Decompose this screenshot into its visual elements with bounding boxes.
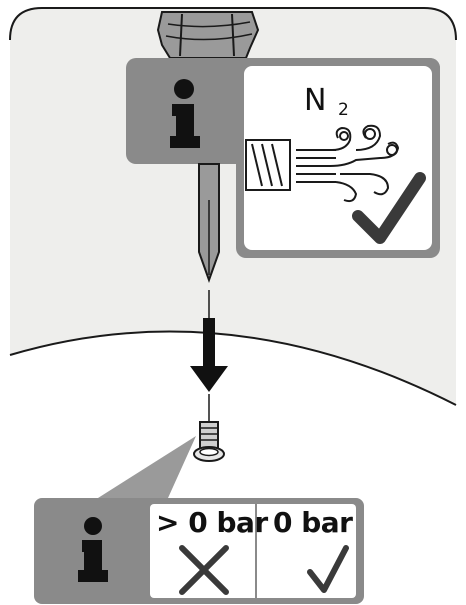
cross-icon — [179, 545, 229, 595]
thread-illustration — [245, 139, 291, 191]
pressure-option-nonzero-label: > 0 bar — [156, 506, 268, 539]
housing-outline — [9, 7, 457, 41]
gas-flow-icon — [296, 124, 400, 203]
valve-core-icon — [193, 421, 225, 462]
pressure-option-zero-label: 0 bar — [273, 506, 353, 539]
top-info-panel — [126, 58, 440, 258]
screwdriver-handle — [156, 11, 260, 59]
gas-subscript: 2 — [338, 100, 349, 120]
screwdriver-shaft — [198, 163, 220, 283]
info-icon — [170, 79, 200, 148]
tank-dome-outline — [9, 330, 457, 406]
callout-pointer — [98, 436, 196, 498]
checkmark-icon — [352, 172, 426, 244]
gas-label: N — [304, 83, 327, 118]
info-icon — [78, 517, 108, 582]
down-arrow-icon — [190, 318, 228, 392]
checkmark-icon — [307, 545, 349, 593]
